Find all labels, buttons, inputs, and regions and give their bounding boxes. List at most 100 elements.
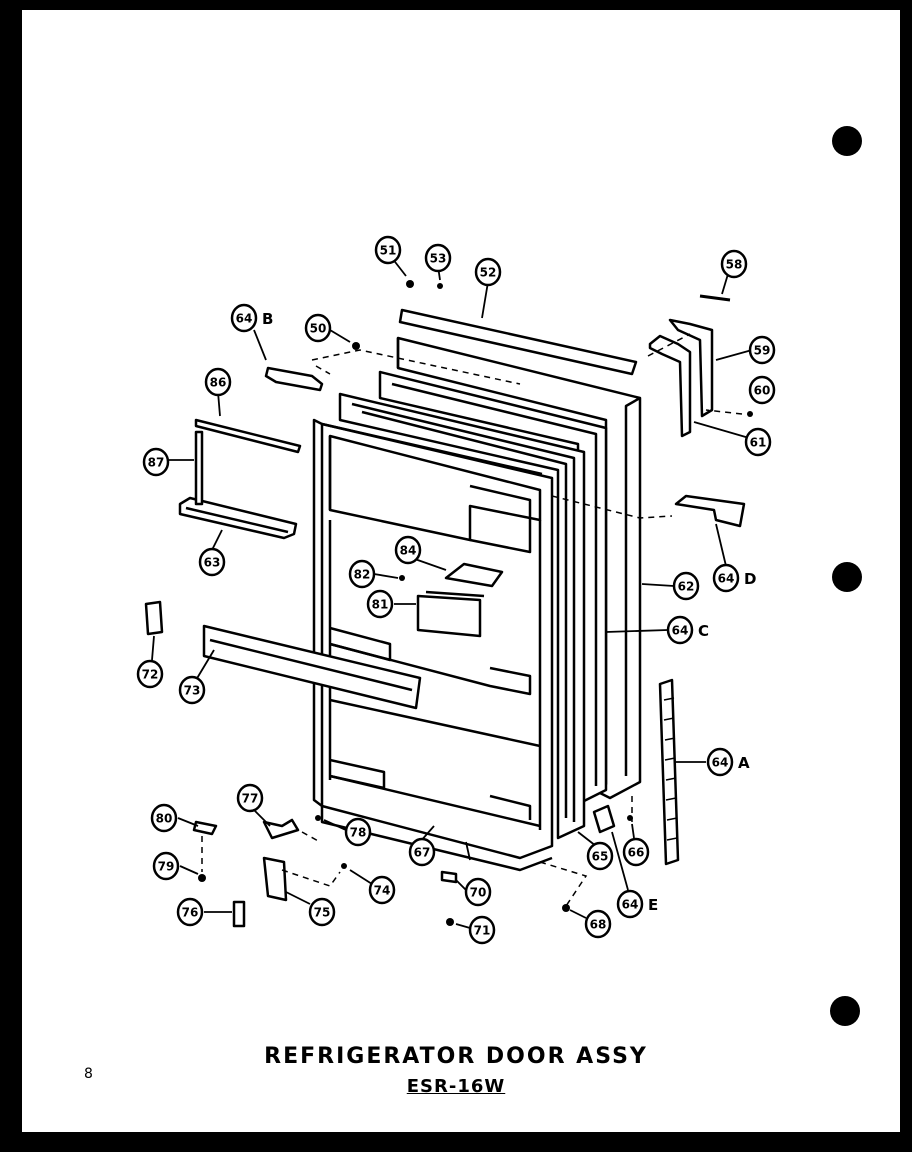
- callout-number: 50: [310, 322, 327, 336]
- callout-number: 87: [148, 456, 165, 470]
- callout-66: 66: [622, 837, 650, 867]
- callout-number: 82: [354, 568, 371, 582]
- hinge-plate: [262, 818, 300, 840]
- callout-number: 68: [590, 918, 607, 932]
- callout-53: 53: [424, 243, 452, 273]
- callout-circle: [348, 559, 376, 589]
- callout-circle: [672, 571, 700, 601]
- callout-circle: [468, 915, 496, 945]
- callout-circle: [584, 909, 612, 939]
- callout-65: 65: [586, 841, 614, 871]
- callout-number: 67: [414, 846, 431, 860]
- callout-circle: [424, 243, 452, 273]
- callout-number: 59: [754, 344, 771, 358]
- hinge-bracket: [648, 334, 692, 438]
- callout-circle: [586, 841, 614, 871]
- callout-circle: [408, 837, 436, 867]
- callout-71: 71: [468, 915, 496, 945]
- clip-70: [440, 870, 458, 884]
- callout-circle: [394, 535, 422, 565]
- callout-number: 76: [182, 906, 199, 920]
- callout-circle: [712, 563, 740, 593]
- callout-60: 60: [748, 375, 776, 405]
- callout-50: 50: [304, 313, 332, 343]
- callout-suffix: E: [648, 896, 658, 914]
- hinge-pin: [699, 294, 731, 302]
- callout-79: 79: [152, 851, 180, 881]
- callout-number: 64: [622, 898, 639, 912]
- callout-73: 73: [178, 675, 206, 705]
- callout-number: 84: [400, 544, 417, 558]
- callout-number: 72: [142, 668, 159, 682]
- callout-number: 73: [184, 684, 201, 698]
- callout-circle: [136, 659, 164, 689]
- callout-circle: [198, 547, 226, 577]
- callout-number: 53: [430, 252, 447, 266]
- callout-number: 75: [314, 906, 331, 920]
- callout-circle: [150, 803, 178, 833]
- screw-50: [352, 342, 360, 350]
- callout-63: 63: [198, 547, 226, 577]
- callout-suffix: B: [262, 310, 273, 328]
- callout-circle: [744, 427, 772, 457]
- callout-number: 51: [380, 244, 397, 258]
- callout-52: 52: [474, 257, 502, 287]
- callout-number: 66: [628, 846, 645, 860]
- screw-51: [406, 280, 414, 288]
- callout-suffix: C: [698, 622, 709, 640]
- callout-64c: 64 C: [666, 615, 709, 645]
- plug-76: [232, 900, 246, 928]
- callout-number: 77: [242, 792, 259, 806]
- callout-circle: [178, 675, 206, 705]
- callout-circle: [616, 889, 644, 919]
- callout-68: 68: [584, 909, 612, 939]
- screw-53: [437, 283, 443, 289]
- callout-86: 86: [204, 367, 232, 397]
- block-e: [592, 804, 616, 834]
- callout-number: 64: [672, 624, 689, 638]
- callout-70: 70: [464, 877, 492, 907]
- callout-circle: [474, 257, 502, 287]
- callout-number: 64: [236, 312, 253, 326]
- screw-79: [198, 874, 206, 882]
- callout-number: 74: [374, 884, 391, 898]
- callout-62: 62: [672, 571, 700, 601]
- callout-circle: [176, 897, 204, 927]
- callout-number: 71: [474, 924, 491, 938]
- callout-78: 78: [344, 817, 372, 847]
- bracket-d: [674, 494, 746, 528]
- callout-circle: [304, 313, 332, 343]
- callout-circle: [706, 747, 734, 777]
- callout-58: 58: [720, 249, 748, 279]
- callout-circle: [204, 367, 232, 397]
- callout-61: 61: [744, 427, 772, 457]
- binder-hole-middle: [832, 562, 862, 592]
- callout-circle: [720, 249, 748, 279]
- door-gasket: [338, 392, 586, 840]
- plate-80: [192, 820, 218, 836]
- latch: [144, 600, 164, 636]
- callout-75: 75: [308, 897, 336, 927]
- callout-circle: [152, 851, 180, 881]
- callout-circle: [368, 875, 396, 905]
- lower-bracket: [262, 856, 288, 902]
- callout-51: 51: [374, 235, 402, 265]
- callout-number: 80: [156, 812, 173, 826]
- callout-circle: [748, 335, 776, 365]
- screw-74: [341, 863, 347, 869]
- page-number: 8: [84, 1066, 93, 1082]
- screw-68: [562, 904, 570, 912]
- callout-67: 67: [408, 837, 436, 867]
- callout-circle: [748, 375, 776, 405]
- screw-66: [627, 815, 633, 821]
- callout-number: 78: [350, 826, 367, 840]
- callout-number: 81: [372, 598, 389, 612]
- model-number: ESR-16W: [406, 1076, 506, 1097]
- screw-71: [446, 918, 454, 926]
- callout-64e: 64 E: [616, 889, 658, 919]
- callout-82: 82: [348, 559, 376, 589]
- callout-circle: [344, 817, 372, 847]
